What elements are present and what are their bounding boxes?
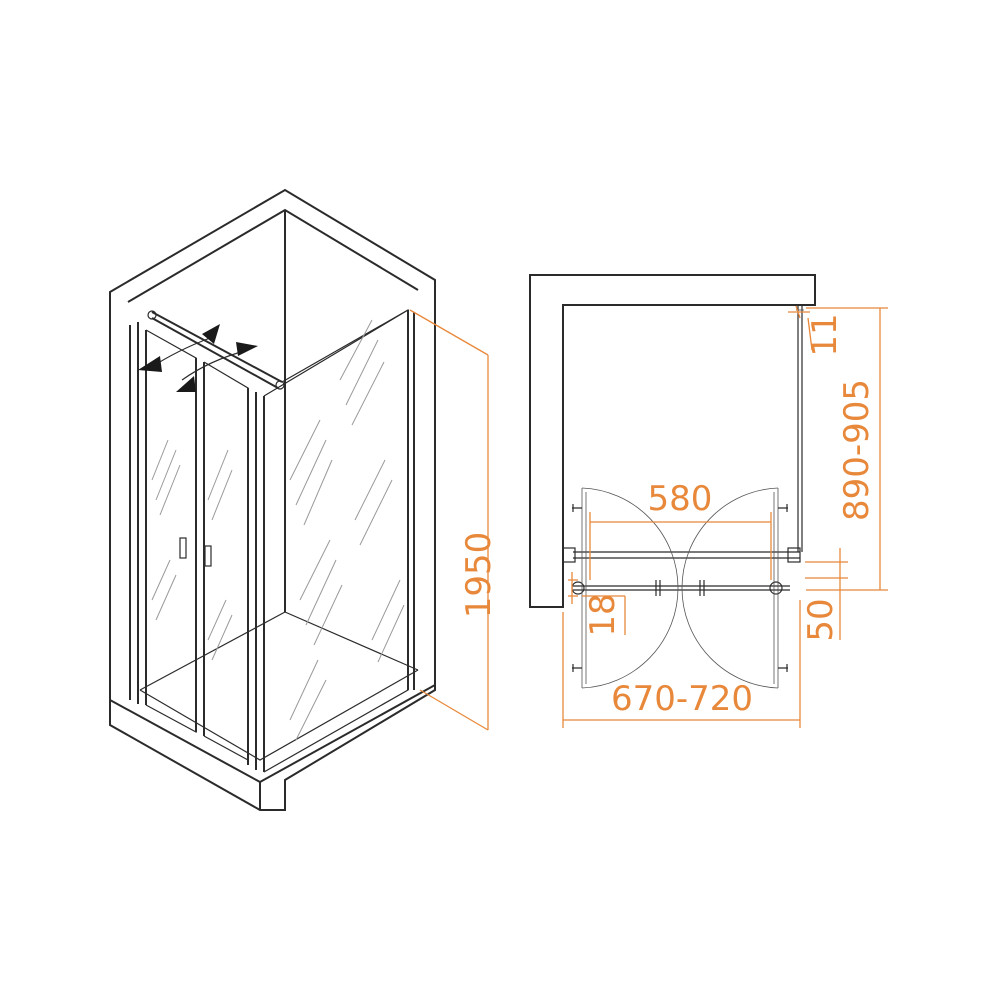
wall-inner-corner: [127, 208, 419, 612]
left-profile: [129, 322, 147, 705]
depth-dimension-line: [806, 307, 888, 591]
hinge-offset-dimension-line: [568, 572, 626, 635]
arrow-head-right: [236, 342, 258, 356]
plan-wall: [529, 274, 816, 608]
top-bar: [151, 311, 283, 389]
isometric-view: 1950: [109, 188, 499, 811]
plan-corner-bracket: [787, 547, 801, 563]
height-dimension-line: [409, 309, 489, 731]
handle-left[interactable]: [179, 537, 187, 559]
handle-right[interactable]: [204, 545, 212, 567]
door-left-leaf-lines: [581, 488, 587, 688]
plan-side-panel: [797, 305, 803, 552]
plan-wall-bracket: [562, 547, 576, 563]
top-bar-end-left: [147, 310, 157, 320]
width-dimension-label: 670-720: [611, 679, 753, 719]
arrow-head-up: [202, 324, 220, 344]
arrow-head-left: [138, 356, 162, 372]
door-right-leaf-lines: [773, 488, 779, 688]
width-dimension-line: [562, 600, 801, 728]
tray-inner-floor: [139, 611, 419, 761]
leaf-handles: [572, 504, 788, 672]
side-top-rail: [281, 309, 409, 383]
height-dimension-label: 1950: [459, 532, 499, 619]
plan-view: 580 670-720 890-905 11 50 18: [529, 274, 888, 728]
side-wall-profile: [407, 310, 415, 690]
wall-outline: [109, 188, 436, 811]
door-swing-outer-left: [581, 487, 679, 689]
wall-gap-dimension-line: [788, 305, 813, 351]
depth-dimension-label: 890-905: [837, 379, 877, 521]
top-bar-end-right: [275, 380, 285, 390]
plan-door-line: [573, 585, 790, 591]
arrow-head-down: [176, 376, 196, 392]
door-swing-outer-right: [681, 487, 779, 689]
front-right-profile: [247, 388, 265, 772]
shower-tray: [109, 684, 436, 810]
wall-gap-dimension-label: 11: [805, 313, 845, 356]
profile-depth-dimension-line: [805, 548, 848, 640]
door-mid-profiles: [195, 358, 205, 736]
glass-reflections: [151, 319, 405, 741]
opening-dimension-label: 580: [648, 479, 713, 519]
hinge-offset-dimension-label: 18: [583, 593, 623, 636]
opening-dimension-line: [589, 512, 772, 580]
hinge-right: [769, 581, 783, 595]
profile-depth-dimension-label: 50: [801, 598, 841, 641]
